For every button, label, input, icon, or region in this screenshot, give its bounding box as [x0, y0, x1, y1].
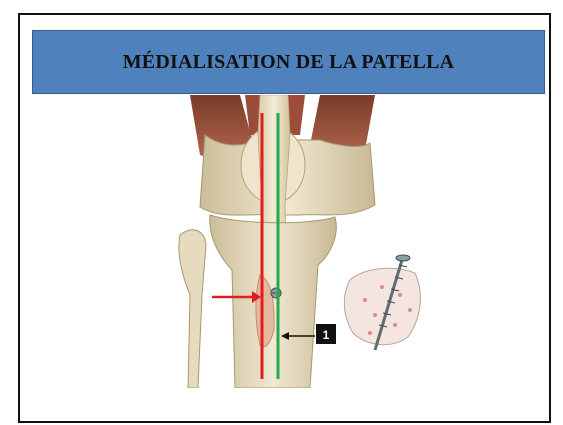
slide-title: MÉDIALISATION DE LA PATELLA [123, 51, 455, 74]
callout-number: 1 [323, 328, 330, 342]
knee-anatomy-drawing: 1 [170, 95, 430, 388]
title-banner: MÉDIALISATION DE LA PATELLA [32, 30, 545, 94]
knee-anatomy-illustration: 1 [170, 95, 430, 388]
screw-fixation-inset [344, 255, 420, 350]
callout-badge: 1 [316, 324, 336, 344]
fibula-bone [179, 230, 206, 388]
